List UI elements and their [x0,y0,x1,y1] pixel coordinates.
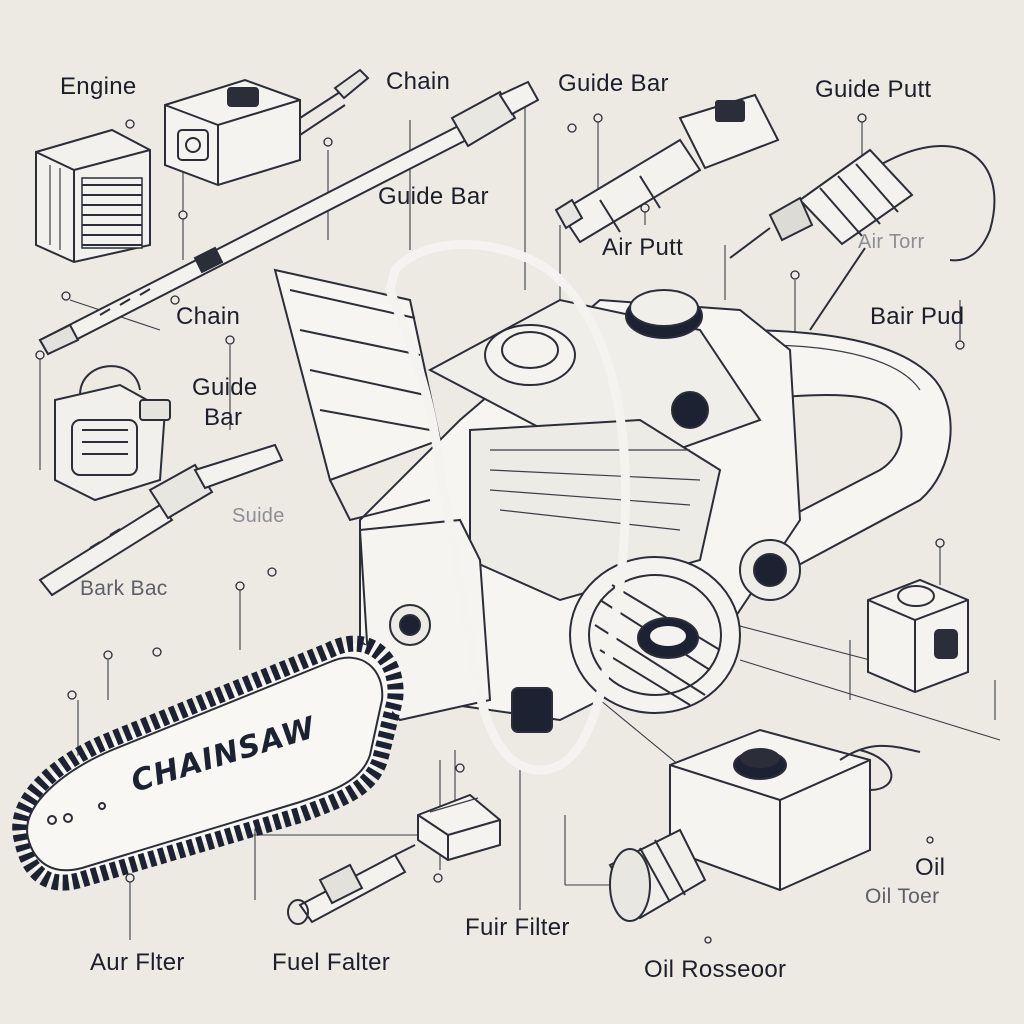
ignition-module-part [164,68,370,187]
label-chain-top: Chain [386,68,451,95]
bottom-spark-plug-part [287,844,416,925]
label-engine: Engine [60,73,137,100]
small-block-part [417,793,501,862]
label-oil-toer: Oil Toer [865,885,940,908]
label-suide: Suide [232,505,285,527]
label-oil: Oil [915,854,946,881]
label-air-putt: Air Putt [602,234,684,261]
left-spark-plug-part [38,443,284,597]
label-guide-bar-mid: Guide Bar [378,183,489,210]
oil-reservoir-part [608,728,921,922]
label-bair-pud: Bair Pud [870,303,965,330]
long-rod-part [38,80,540,356]
chainsaw-main-body [273,240,952,775]
label-fuel-falter: Fuel Falter [272,949,391,976]
spark-plug-cable-part [729,145,996,331]
label-oil-rosseoor: Oil Rosseoor [644,956,787,983]
label-chain-left: Chain [176,303,241,330]
label-guide-left-line2: Bar [204,404,243,431]
label-fur-filter: Fuir Filter [465,914,570,941]
air-filter-housing-part [54,365,171,502]
guide-bar-and-chain: CHAINSAW [12,635,404,891]
engine-coil-part [35,128,151,264]
label-guide-putt: Guide Putt [815,76,932,103]
top-cylinder-part [554,93,780,244]
label-air-torr: Air Torr [858,231,925,253]
label-aur-filter: Aur Flter [90,949,185,976]
label-guide-bar-top: Guide Bar [558,70,669,97]
filter-cube-part [867,578,969,694]
label-guide-left-line1: Guide [192,374,258,401]
label-bark-bac: Bark Bac [80,577,168,600]
callout-dots [35,113,965,944]
